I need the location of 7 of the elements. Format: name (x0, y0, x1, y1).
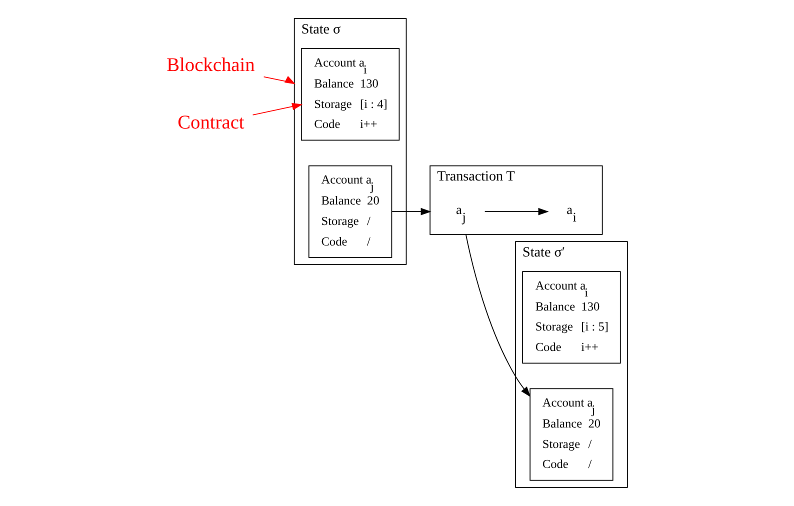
node-text: Contract (178, 112, 244, 134)
arrow (263, 76, 296, 84)
arrow (465, 234, 531, 398)
arrow (484, 208, 549, 216)
arrow (392, 208, 432, 216)
node-text: Blockchain (166, 55, 255, 76)
arrow (252, 102, 303, 116)
